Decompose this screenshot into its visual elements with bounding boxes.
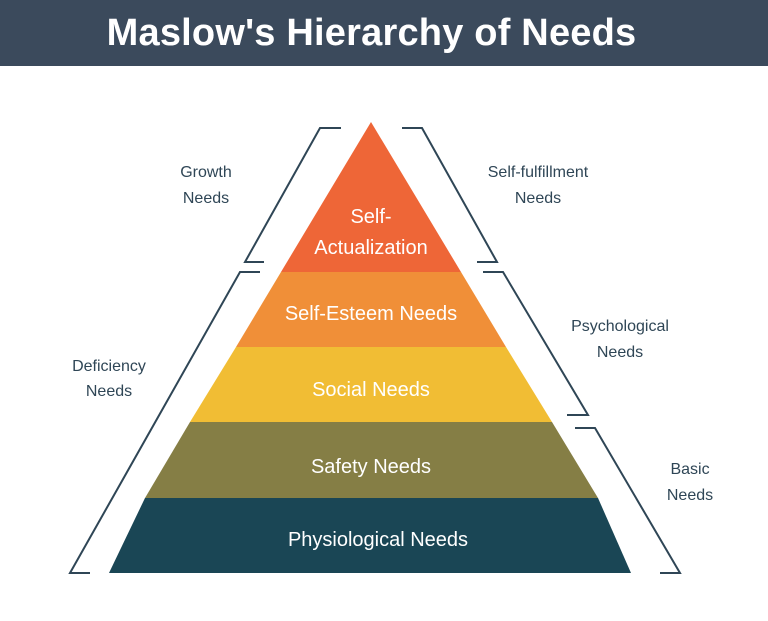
group-psychological-line2: Needs xyxy=(597,344,643,361)
group-growth-line2: Needs xyxy=(183,190,229,207)
bracket-basic xyxy=(575,427,682,574)
group-basic-line2: Needs xyxy=(667,487,713,504)
level-physiological xyxy=(109,498,631,573)
level-label-physiological: Physiological Needs xyxy=(288,529,468,551)
bracket-deficiency xyxy=(68,271,260,574)
level-label-social: Social Needs xyxy=(312,379,430,401)
group-self-fulfillment-line1: Self-fulfillment xyxy=(488,164,589,181)
bracket-growth xyxy=(243,127,341,263)
group-deficiency-line1: Deficiency xyxy=(72,358,146,375)
level-safety xyxy=(145,422,598,498)
title-bar: Maslow's Hierarchy of Needs xyxy=(0,0,768,66)
level-self-actualization xyxy=(281,122,461,272)
level-label-self-actualization-line2: Actualization xyxy=(314,237,427,259)
level-label-self-actualization-line1: Self- xyxy=(350,206,391,228)
group-basic-line1: Basic xyxy=(670,461,709,478)
group-self-fulfillment-line2: Needs xyxy=(515,190,561,207)
group-deficiency-line2: Needs xyxy=(86,383,132,400)
level-self-esteem xyxy=(236,272,506,347)
bracket-psychological xyxy=(483,271,590,416)
group-growth-line1: Growth xyxy=(180,164,232,181)
level-label-self-esteem: Self-Esteem Needs xyxy=(285,303,457,325)
group-psychological-line1: Psychological xyxy=(571,318,669,335)
page-title: Maslow's Hierarchy of Needs xyxy=(106,11,637,54)
bracket-self-fulfillment xyxy=(402,127,499,263)
level-label-safety: Safety Needs xyxy=(311,456,431,478)
level-social xyxy=(190,347,552,422)
